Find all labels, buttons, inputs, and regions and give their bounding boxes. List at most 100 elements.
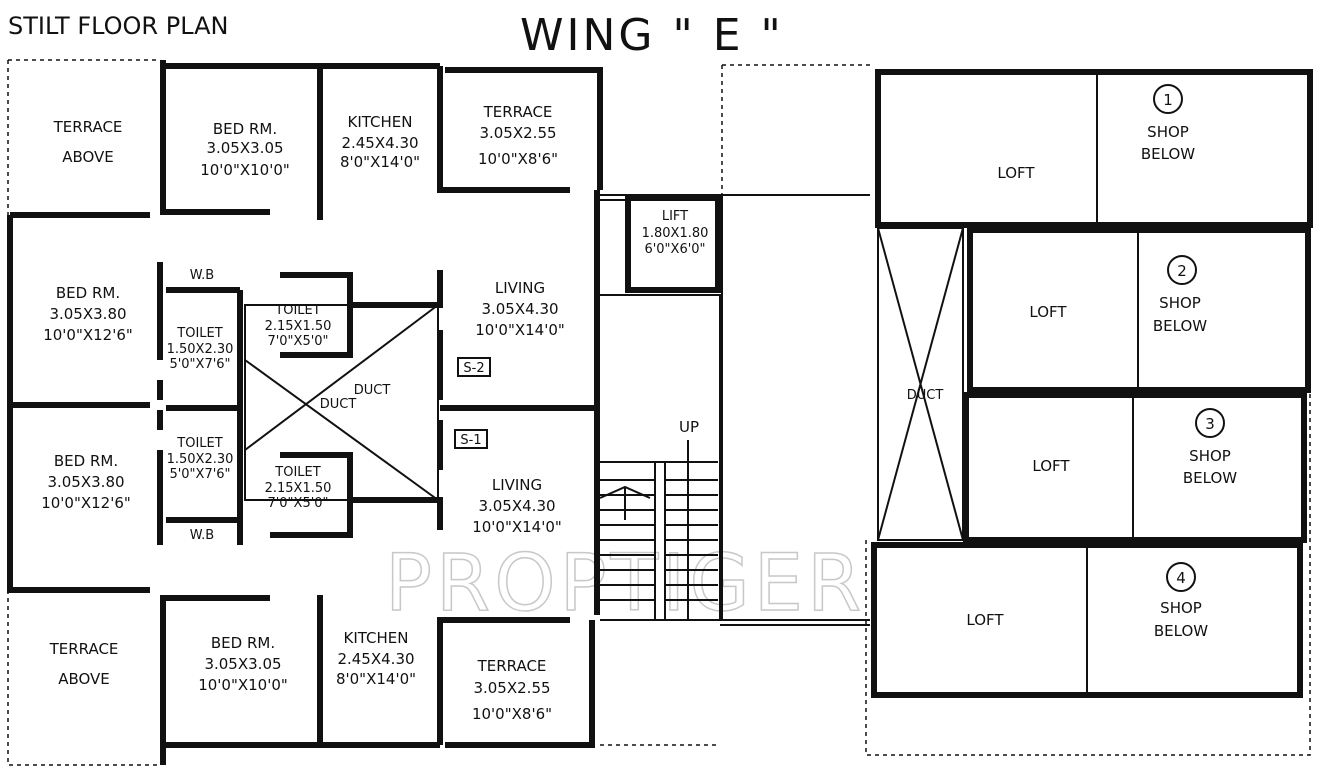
svg-text:3: 3 [1205, 415, 1215, 433]
room-toilet-c: TOILET 1.50X2.30 5'0"X7'6" [167, 436, 234, 482]
svg-text:2.45X4.30: 2.45X4.30 [341, 134, 418, 152]
svg-text:TERRACE: TERRACE [477, 657, 547, 675]
svg-text:1.80X1.80: 1.80X1.80 [642, 226, 709, 241]
svg-text:7'0"X5'0": 7'0"X5'0" [267, 496, 328, 511]
svg-text:BED RM.: BED RM. [54, 452, 118, 470]
svg-text:S-2: S-2 [463, 361, 484, 376]
shop-1: LOFT 1 SHOP BELOW [997, 84, 1195, 182]
room-kitchen-bot: KITCHEN 2.45X4.30 8'0"X14'0" [336, 629, 416, 688]
svg-text:7'0"X5'0": 7'0"X5'0" [267, 334, 328, 349]
svg-text:3.05X3.80: 3.05X3.80 [47, 473, 124, 491]
room-bed-bot: BED RM. 3.05X3.05 10'0"X10'0" [198, 634, 288, 694]
svg-text:ABOVE: ABOVE [58, 670, 110, 688]
svg-text:2.45X4.30: 2.45X4.30 [337, 650, 414, 668]
svg-text:5'0"X7'6": 5'0"X7'6" [169, 357, 230, 372]
shop-3: LOFT 3 SHOP BELOW [1032, 408, 1237, 487]
room-lift: LIFT 1.80X1.80 6'0"X6'0" [642, 209, 709, 257]
svg-text:3.05X3.80: 3.05X3.80 [49, 305, 126, 323]
svg-text:BELOW: BELOW [1183, 469, 1237, 487]
svg-text:LIVING: LIVING [492, 476, 542, 494]
svg-text:10'0"X12'6": 10'0"X12'6" [41, 494, 131, 512]
svg-text:TOILET: TOILET [176, 326, 222, 341]
room-kitchen-top: KITCHEN 2.45X4.30 8'0"X14'0" [340, 113, 420, 171]
svg-text:SHOP: SHOP [1160, 599, 1202, 617]
svg-text:3.05X3.05: 3.05X3.05 [204, 655, 281, 673]
label-duct-b: DUCT [320, 397, 357, 412]
svg-text:TERRACE: TERRACE [49, 640, 119, 658]
dashed-outline-right [865, 70, 1311, 756]
svg-text:3.05X3.05: 3.05X3.05 [206, 139, 283, 157]
room-toilet-a: TOILET 1.50X2.30 5'0"X7'6" [167, 326, 234, 372]
label-up: UP [679, 418, 699, 436]
svg-text:TERRACE: TERRACE [53, 118, 123, 136]
wing-title: WING " E " [520, 10, 784, 61]
svg-text:10'0"X10'0": 10'0"X10'0" [200, 161, 290, 179]
dashed-outline-left [7, 59, 160, 766]
svg-text:4: 4 [1176, 569, 1186, 587]
room-living-top: LIVING 3.05X4.30 10'0"X14'0" [475, 279, 565, 339]
svg-text:10'0"X12'6": 10'0"X12'6" [43, 326, 133, 344]
svg-text:1.50X2.30: 1.50X2.30 [167, 452, 234, 467]
duct-cross-left [244, 304, 439, 501]
svg-text:10'0"X10'0": 10'0"X10'0" [198, 676, 288, 694]
room-living-bot: LIVING 3.05X4.30 10'0"X14'0" [472, 476, 562, 536]
svg-text:BELOW: BELOW [1153, 317, 1207, 335]
walls-left-block [7, 60, 603, 765]
svg-text:TOILET: TOILET [274, 465, 320, 480]
svg-text:BED RM.: BED RM. [211, 634, 275, 652]
svg-text:BED RM.: BED RM. [213, 120, 277, 138]
svg-text:10'0"X8'6": 10'0"X8'6" [472, 705, 552, 723]
room-bed-mid-bot: BED RM. 3.05X3.80 10'0"X12'6" [41, 452, 131, 512]
svg-text:TOILET: TOILET [274, 303, 320, 318]
svg-text:BED RM.: BED RM. [56, 284, 120, 302]
room-terrace-top: TERRACE 3.05X2.55 10'0"X8'6" [478, 103, 558, 168]
svg-text:LOFT: LOFT [997, 164, 1035, 182]
room-bed-top: BED RM. 3.05X3.05 10'0"X10'0" [200, 120, 290, 179]
svg-text:KITCHEN: KITCHEN [344, 629, 409, 647]
svg-text:LOFT: LOFT [1032, 457, 1070, 475]
svg-text:LOFT: LOFT [1029, 303, 1067, 321]
svg-text:1.50X2.30: 1.50X2.30 [167, 342, 234, 357]
stair-core [598, 64, 870, 626]
svg-text:LOFT: LOFT [966, 611, 1004, 629]
svg-text:TOILET: TOILET [176, 436, 222, 451]
room-terrace-above-top: TERRACE ABOVE [53, 118, 123, 166]
label-duct-right: DUCT [907, 388, 944, 403]
room-toilet-d: TOILET 2.15X1.50 7'0"X5'0" [265, 465, 332, 511]
room-terrace-above-bot: TERRACE ABOVE [49, 640, 119, 688]
svg-text:LIFT: LIFT [662, 209, 688, 224]
svg-text:S-1: S-1 [460, 433, 481, 448]
svg-text:2.15X1.50: 2.15X1.50 [265, 319, 332, 334]
svg-text:TERRACE: TERRACE [483, 103, 553, 121]
svg-text:ABOVE: ABOVE [62, 148, 114, 166]
svg-text:SHOP: SHOP [1159, 294, 1201, 312]
label-s1: S-1 [454, 429, 488, 449]
svg-text:BELOW: BELOW [1141, 145, 1195, 163]
label-wb-top: W.B [190, 268, 214, 283]
svg-text:10'0"X14'0": 10'0"X14'0" [475, 321, 565, 339]
svg-text:8'0"X14'0": 8'0"X14'0" [340, 153, 420, 171]
walls-right-block [871, 69, 1313, 698]
svg-text:6'0"X6'0": 6'0"X6'0" [644, 242, 705, 257]
svg-text:5'0"X7'6": 5'0"X7'6" [169, 467, 230, 482]
room-terrace-bot: TERRACE 3.05X2.55 10'0"X8'6" [472, 657, 552, 723]
svg-text:LIVING: LIVING [495, 279, 545, 297]
svg-text:SHOP: SHOP [1189, 447, 1231, 465]
label-wb-bot: W.B [190, 528, 214, 543]
shop-2: LOFT 2 SHOP BELOW [1029, 255, 1207, 335]
shop-4: LOFT 4 SHOP BELOW [966, 562, 1208, 640]
svg-text:3.05X2.55: 3.05X2.55 [473, 679, 550, 697]
stair-treads [600, 479, 718, 601]
svg-text:2.15X1.50: 2.15X1.50 [265, 481, 332, 496]
svg-text:3.05X2.55: 3.05X2.55 [479, 124, 556, 142]
svg-text:SHOP: SHOP [1147, 123, 1189, 141]
room-bed-mid-top: BED RM. 3.05X3.80 10'0"X12'6" [43, 284, 133, 344]
svg-text:BELOW: BELOW [1154, 622, 1208, 640]
plan-title: STILT FLOOR PLAN [8, 12, 229, 40]
svg-text:8'0"X14'0": 8'0"X14'0" [336, 670, 416, 688]
label-s2: S-2 [457, 357, 491, 377]
svg-text:3.05X4.30: 3.05X4.30 [481, 300, 558, 318]
svg-text:10'0"X8'6": 10'0"X8'6" [478, 150, 558, 168]
label-duct-a: DUCT [354, 383, 391, 398]
